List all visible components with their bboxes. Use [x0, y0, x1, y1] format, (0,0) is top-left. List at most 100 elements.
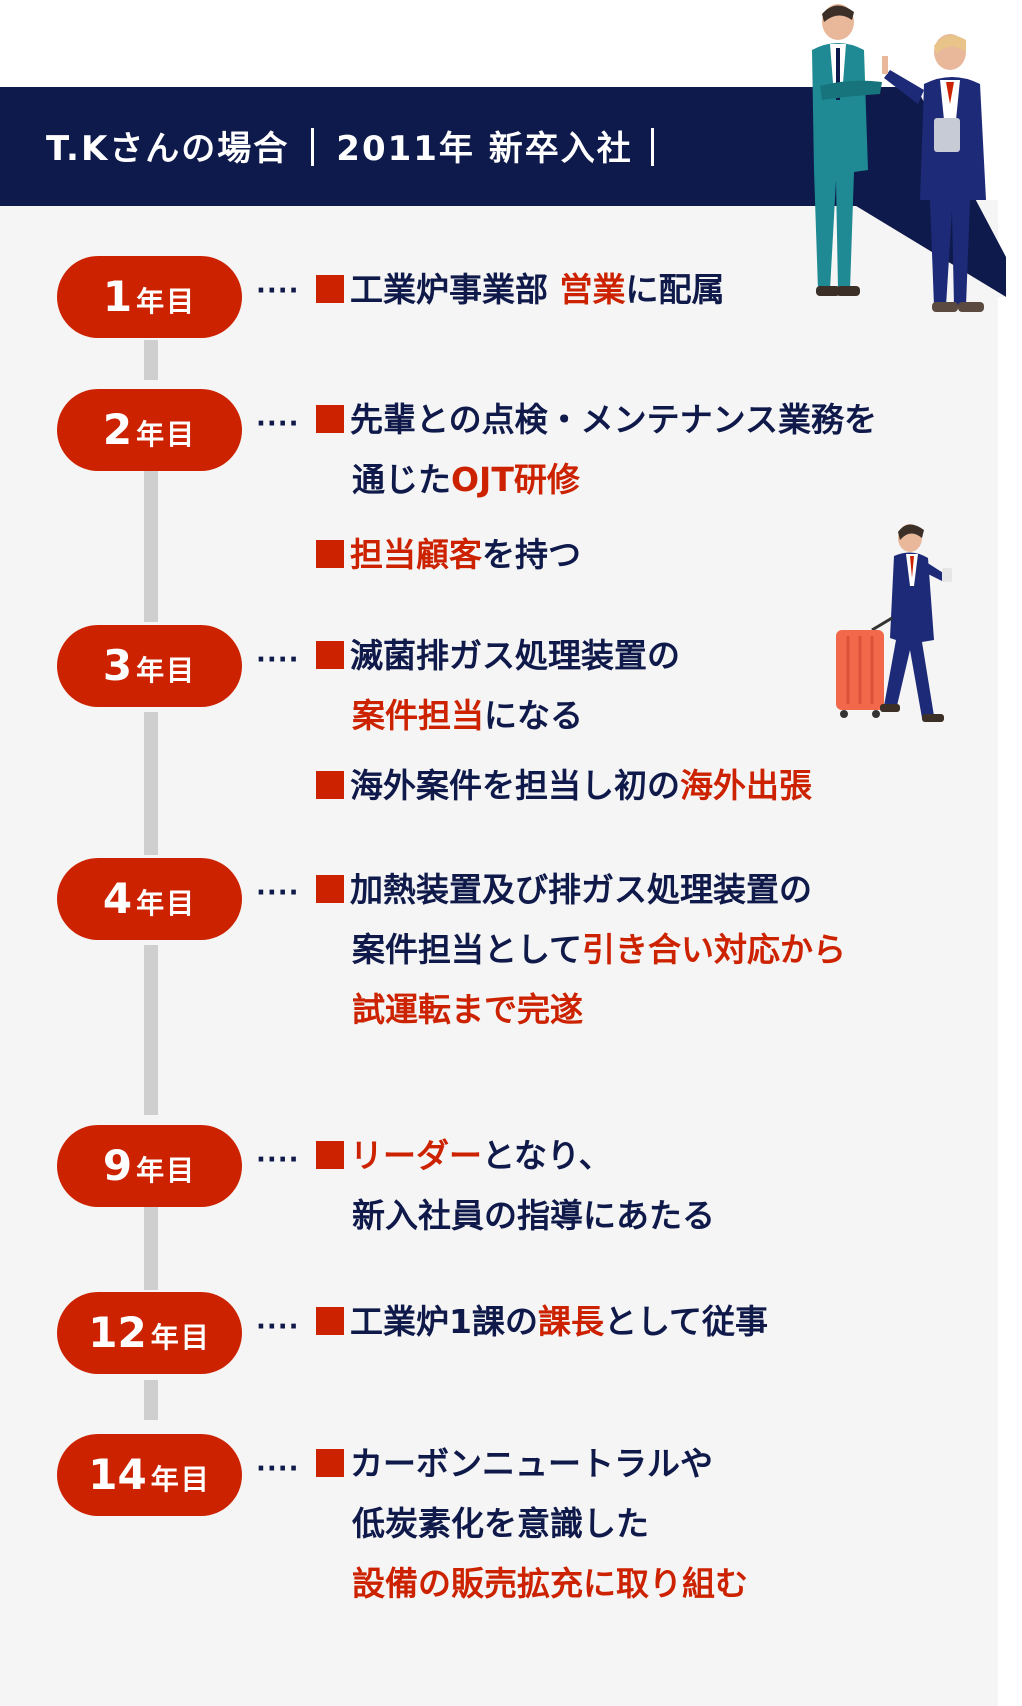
year-unit: 年目	[136, 1154, 197, 1187]
milestone-item: 滅菌排ガス処理装置の案件担当になる	[316, 626, 680, 746]
milestone-text: 工業炉1課の	[350, 1302, 538, 1341]
year-number: 14	[88, 1450, 147, 1499]
milestone-line: 通じたOJT研修	[316, 450, 877, 510]
timeline-connector	[144, 1205, 158, 1290]
milestone-line: 工業炉事業部 営業に配属	[316, 260, 725, 320]
milestone-line: 案件担当になる	[316, 686, 680, 746]
milestone-text: 滅菌排ガス処理装置の	[350, 636, 680, 675]
milestone-line: 先輩との点検・メンテナンス業務を	[316, 390, 877, 450]
year-unit: 年目	[150, 1321, 211, 1354]
year-number: 9	[102, 1141, 133, 1190]
milestone-text: として従事	[603, 1302, 768, 1341]
milestone-line: 滅菌排ガス処理装置の	[316, 626, 680, 686]
year-unit: 年目	[136, 654, 197, 687]
bullet-square-icon	[316, 405, 344, 433]
milestone-line: カーボンニュートラルや	[316, 1434, 748, 1494]
leader-dots: ····	[256, 1145, 300, 1175]
year-unit: 年目	[150, 1463, 211, 1496]
leader-dots: ····	[256, 409, 300, 439]
year-number: 4	[102, 874, 133, 923]
highlight-text: 案件担当	[352, 696, 484, 735]
traveler-with-suitcase-illustration	[836, 524, 952, 722]
timeline-connector	[144, 470, 158, 622]
bullet-square-icon	[316, 1449, 344, 1477]
milestone-item: 海外案件を担当し初の海外出張	[316, 756, 812, 816]
milestone-line: 海外案件を担当し初の海外出張	[316, 756, 812, 816]
header-name: T.Kさんの場合	[46, 129, 290, 169]
header-joined: 2011年 新卒入社	[336, 129, 633, 169]
bullet-square-icon	[316, 875, 344, 903]
milestone-item: 担当顧客を持つ	[316, 525, 581, 585]
header-bar: T.Kさんの場合 2011年 新卒入社	[0, 87, 856, 206]
bullet-square-icon	[316, 275, 344, 303]
highlight-text: 設備の販売拡充に取り組む	[352, 1564, 748, 1603]
milestone-line: リーダーとなり、	[316, 1126, 715, 1186]
milestone-text: 加熱装置及び排ガス処理装置の	[350, 870, 812, 909]
timeline-connector	[144, 1380, 158, 1420]
bullet-square-icon	[316, 1141, 344, 1169]
milestone-item: 加熱装置及び排ガス処理装置の案件担当として引き合い対応から試運転まで完遂	[316, 860, 846, 1040]
highlight-text: リーダー	[350, 1136, 482, 1175]
highlight-text: OJT研修	[451, 460, 580, 499]
milestone-item: カーボンニュートラルや低炭素化を意識した設備の販売拡充に取り組む	[316, 1434, 748, 1614]
year-unit: 年目	[136, 285, 197, 318]
milestone-line: 新入社員の指導にあたる	[316, 1186, 715, 1246]
timeline-connector	[144, 945, 158, 1115]
milestone-line: 工業炉1課の課長として従事	[316, 1292, 768, 1352]
milestone-item: 先輩との点検・メンテナンス業務を通じたOJT研修	[316, 390, 877, 510]
bullet-square-icon	[316, 1307, 344, 1335]
header-title: T.Kさんの場合 2011年 新卒入社	[46, 121, 654, 170]
header-separator-end	[650, 128, 654, 166]
leader-dots: ····	[256, 645, 300, 675]
milestone-item: 工業炉1課の課長として従事	[316, 1292, 768, 1352]
leader-dots: ····	[256, 276, 300, 306]
milestone-line: 加熱装置及び排ガス処理装置の	[316, 860, 846, 920]
milestone-text: 海外案件を担当し初の	[350, 766, 680, 805]
milestone-line: 試運転まで完遂	[316, 980, 846, 1040]
milestone-text: 案件担当として	[352, 930, 583, 969]
milestone-text: 通じた	[352, 460, 451, 499]
leader-dots: ····	[256, 878, 300, 908]
milestone-item: リーダーとなり、新入社員の指導にあたる	[316, 1126, 715, 1246]
leader-dots: ····	[256, 1312, 300, 1342]
year-number: 1	[102, 272, 133, 321]
bullet-square-icon	[316, 641, 344, 669]
milestone-text: 先輩との点検・メンテナンス業務を	[350, 400, 878, 439]
year-number: 2	[102, 405, 133, 454]
year-unit: 年目	[136, 418, 197, 451]
year-number: 12	[88, 1308, 147, 1357]
milestone-text: となり、	[482, 1136, 612, 1175]
leader-dots: ····	[256, 1454, 300, 1484]
highlight-text: 試運転まで完遂	[352, 990, 583, 1029]
milestone-line: 担当顧客を持つ	[316, 525, 581, 585]
milestone-text: カーボンニュートラルや	[350, 1444, 713, 1483]
highlight-text: 営業	[559, 270, 626, 309]
year-number: 3	[102, 641, 133, 690]
milestone-text: に配属	[625, 270, 725, 309]
year-unit: 年目	[136, 887, 197, 920]
milestone-line: 設備の販売拡充に取り組む	[316, 1554, 748, 1614]
timeline-connector	[144, 712, 158, 855]
milestone-line: 案件担当として引き合い対応から	[316, 920, 846, 980]
milestone-line: 低炭素化を意識した	[316, 1494, 748, 1554]
highlight-text: 課長	[537, 1302, 604, 1341]
milestone-item: 工業炉事業部 営業に配属	[316, 260, 725, 320]
milestone-text: になる	[484, 696, 583, 735]
highlight-text: 海外出張	[680, 766, 812, 805]
highlight-text: 担当顧客	[350, 535, 482, 574]
milestone-text: を持つ	[482, 535, 581, 574]
two-businessmen-illustration	[812, 4, 986, 312]
bullet-square-icon	[316, 540, 344, 568]
header-separator	[311, 128, 315, 166]
highlight-text: 引き合い対応から	[582, 930, 847, 969]
timeline-connector	[144, 340, 158, 380]
milestone-text: 工業炉事業部	[350, 270, 560, 309]
bullet-square-icon	[316, 771, 344, 799]
